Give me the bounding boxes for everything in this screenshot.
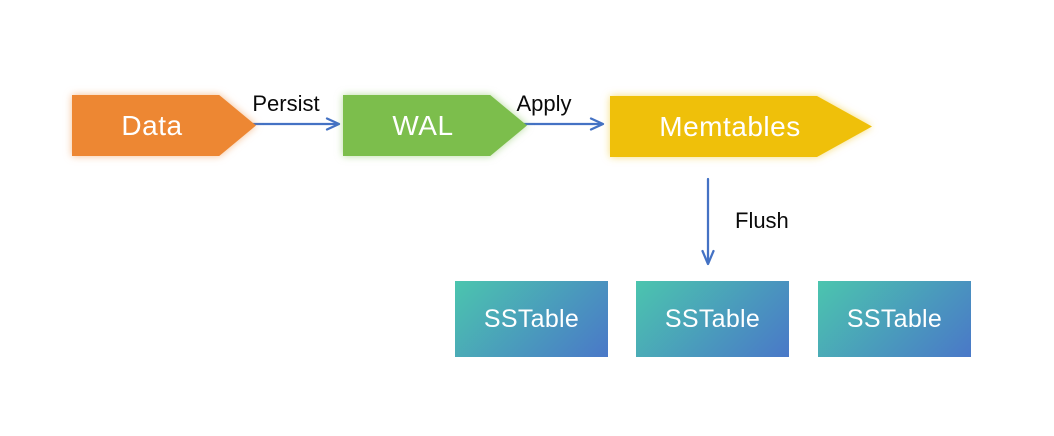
flush-arrow-icon	[701, 177, 715, 266]
wal-pentagon-shape: WAL	[343, 95, 527, 156]
data-pentagon-shape: Data	[72, 95, 256, 156]
sstable-label: SSTable	[483, 304, 580, 333]
apply-edge-label: Apply	[516, 91, 572, 116]
sstable-box: SSTable	[636, 281, 789, 357]
node-wal-label: WAL	[392, 109, 454, 141]
node-data: Data	[72, 95, 256, 156]
sstable-label: SSTable	[846, 304, 943, 333]
persist-edge-label: Persist	[252, 91, 320, 116]
node-memtables-label: Memtables	[659, 110, 801, 142]
node-data-label: Data	[121, 109, 183, 141]
sstable-label: SSTable	[664, 304, 761, 333]
node-wal: WAL	[343, 95, 527, 156]
sstable-box: SSTable	[818, 281, 971, 357]
flush-edge-label: Flush	[735, 208, 789, 233]
memtables-pentagon-shape: Memtables	[610, 96, 872, 157]
node-memtables: Memtables	[610, 96, 872, 157]
sstable-box: SSTable	[455, 281, 608, 357]
